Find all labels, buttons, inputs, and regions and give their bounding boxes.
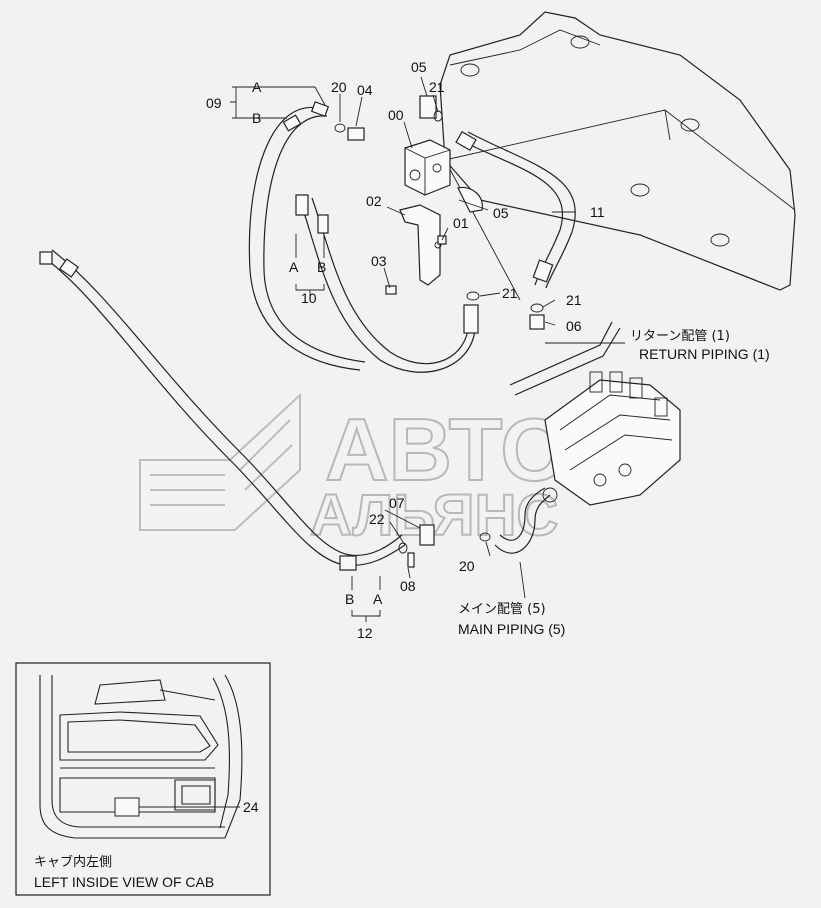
- label-12-b: B: [345, 591, 354, 607]
- item-24-box: [114, 797, 140, 817]
- main-piping-label-en: MAIN PIPING (5): [458, 621, 565, 637]
- oring-20-top: [334, 123, 346, 133]
- oring-22: [398, 542, 408, 554]
- label-04: 04: [357, 82, 373, 98]
- oring-20-bottom: [479, 532, 491, 542]
- elbow-05-side: [457, 186, 483, 213]
- label-09: 09: [206, 95, 222, 111]
- elbow-05-top: [419, 95, 437, 119]
- label-11: 11: [590, 204, 605, 220]
- label-00: 00: [388, 107, 404, 123]
- label-20-bottom: 20: [459, 558, 475, 574]
- label-20-top: 20: [331, 79, 347, 95]
- label-05-side: 05: [493, 205, 509, 221]
- oring-21-mid: [466, 291, 480, 301]
- label-02: 02: [366, 193, 382, 209]
- callouts: リターン配管 (1) RETURN PIPING (1) メイン配管 (5) M…: [458, 329, 770, 637]
- label-24: 24: [243, 799, 259, 815]
- label-09-a: A: [252, 79, 262, 95]
- hose-12: [39, 249, 406, 571]
- fitting-06: [529, 314, 545, 330]
- label-10-a: A: [289, 259, 299, 275]
- label-12-a: A: [373, 591, 383, 607]
- leader-lines: [240, 76, 625, 622]
- label-05-top: 05: [411, 59, 427, 75]
- fitting-07: [419, 524, 435, 546]
- label-01: 01: [453, 215, 469, 231]
- inset-frame: [15, 662, 271, 896]
- label-03: 03: [371, 253, 387, 269]
- label-22: 22: [369, 511, 385, 527]
- watermark-line1: АВТО: [325, 400, 569, 499]
- fitting-04: [347, 127, 365, 141]
- label-10: 10: [301, 290, 317, 306]
- bracket-02: [399, 204, 442, 286]
- label-09-b: B: [252, 110, 261, 126]
- label-08: 08: [400, 578, 416, 594]
- frame-bracket: [439, 11, 796, 301]
- bolt-08: [407, 552, 415, 568]
- block-00: [404, 139, 451, 196]
- label-06: 06: [566, 318, 582, 334]
- fittings: [334, 95, 545, 568]
- oring-21-right: [530, 303, 544, 313]
- hose-10: [295, 194, 479, 373]
- hose-11: [455, 130, 576, 289]
- return-piping-label-jp: リターン配管 (1): [630, 329, 730, 344]
- control-valve: [542, 371, 681, 506]
- part-labels: 09 A B 20 04 05 21 00 05 02 01 03 A B 10…: [206, 59, 605, 641]
- hose-09: [248, 101, 366, 371]
- bolt-03: [385, 285, 397, 295]
- main-piping-5: [494, 487, 551, 554]
- return-piping-label-en: RETURN PIPING (1): [639, 346, 770, 362]
- inset-caption-en: LEFT INSIDE VIEW OF CAB: [34, 874, 214, 890]
- main-piping-label-jp: メイン配管 (5): [458, 602, 546, 617]
- label-10-b: B: [317, 259, 326, 275]
- watermark: АВТО АЛЬЯНС: [139, 392, 570, 549]
- cab-inset: 24 キャブ内左側 LEFT INSIDE VIEW OF CAB: [15, 662, 271, 896]
- label-12: 12: [357, 625, 373, 641]
- label-21-top: 21: [429, 79, 445, 95]
- bracket-09: [230, 86, 240, 119]
- return-piping-1: [509, 321, 621, 396]
- label-21-right: 21: [566, 292, 582, 308]
- label-07: 07: [389, 495, 405, 511]
- inset-caption-jp: キャブ内左側: [34, 854, 112, 870]
- label-21-mid: 21: [502, 285, 518, 301]
